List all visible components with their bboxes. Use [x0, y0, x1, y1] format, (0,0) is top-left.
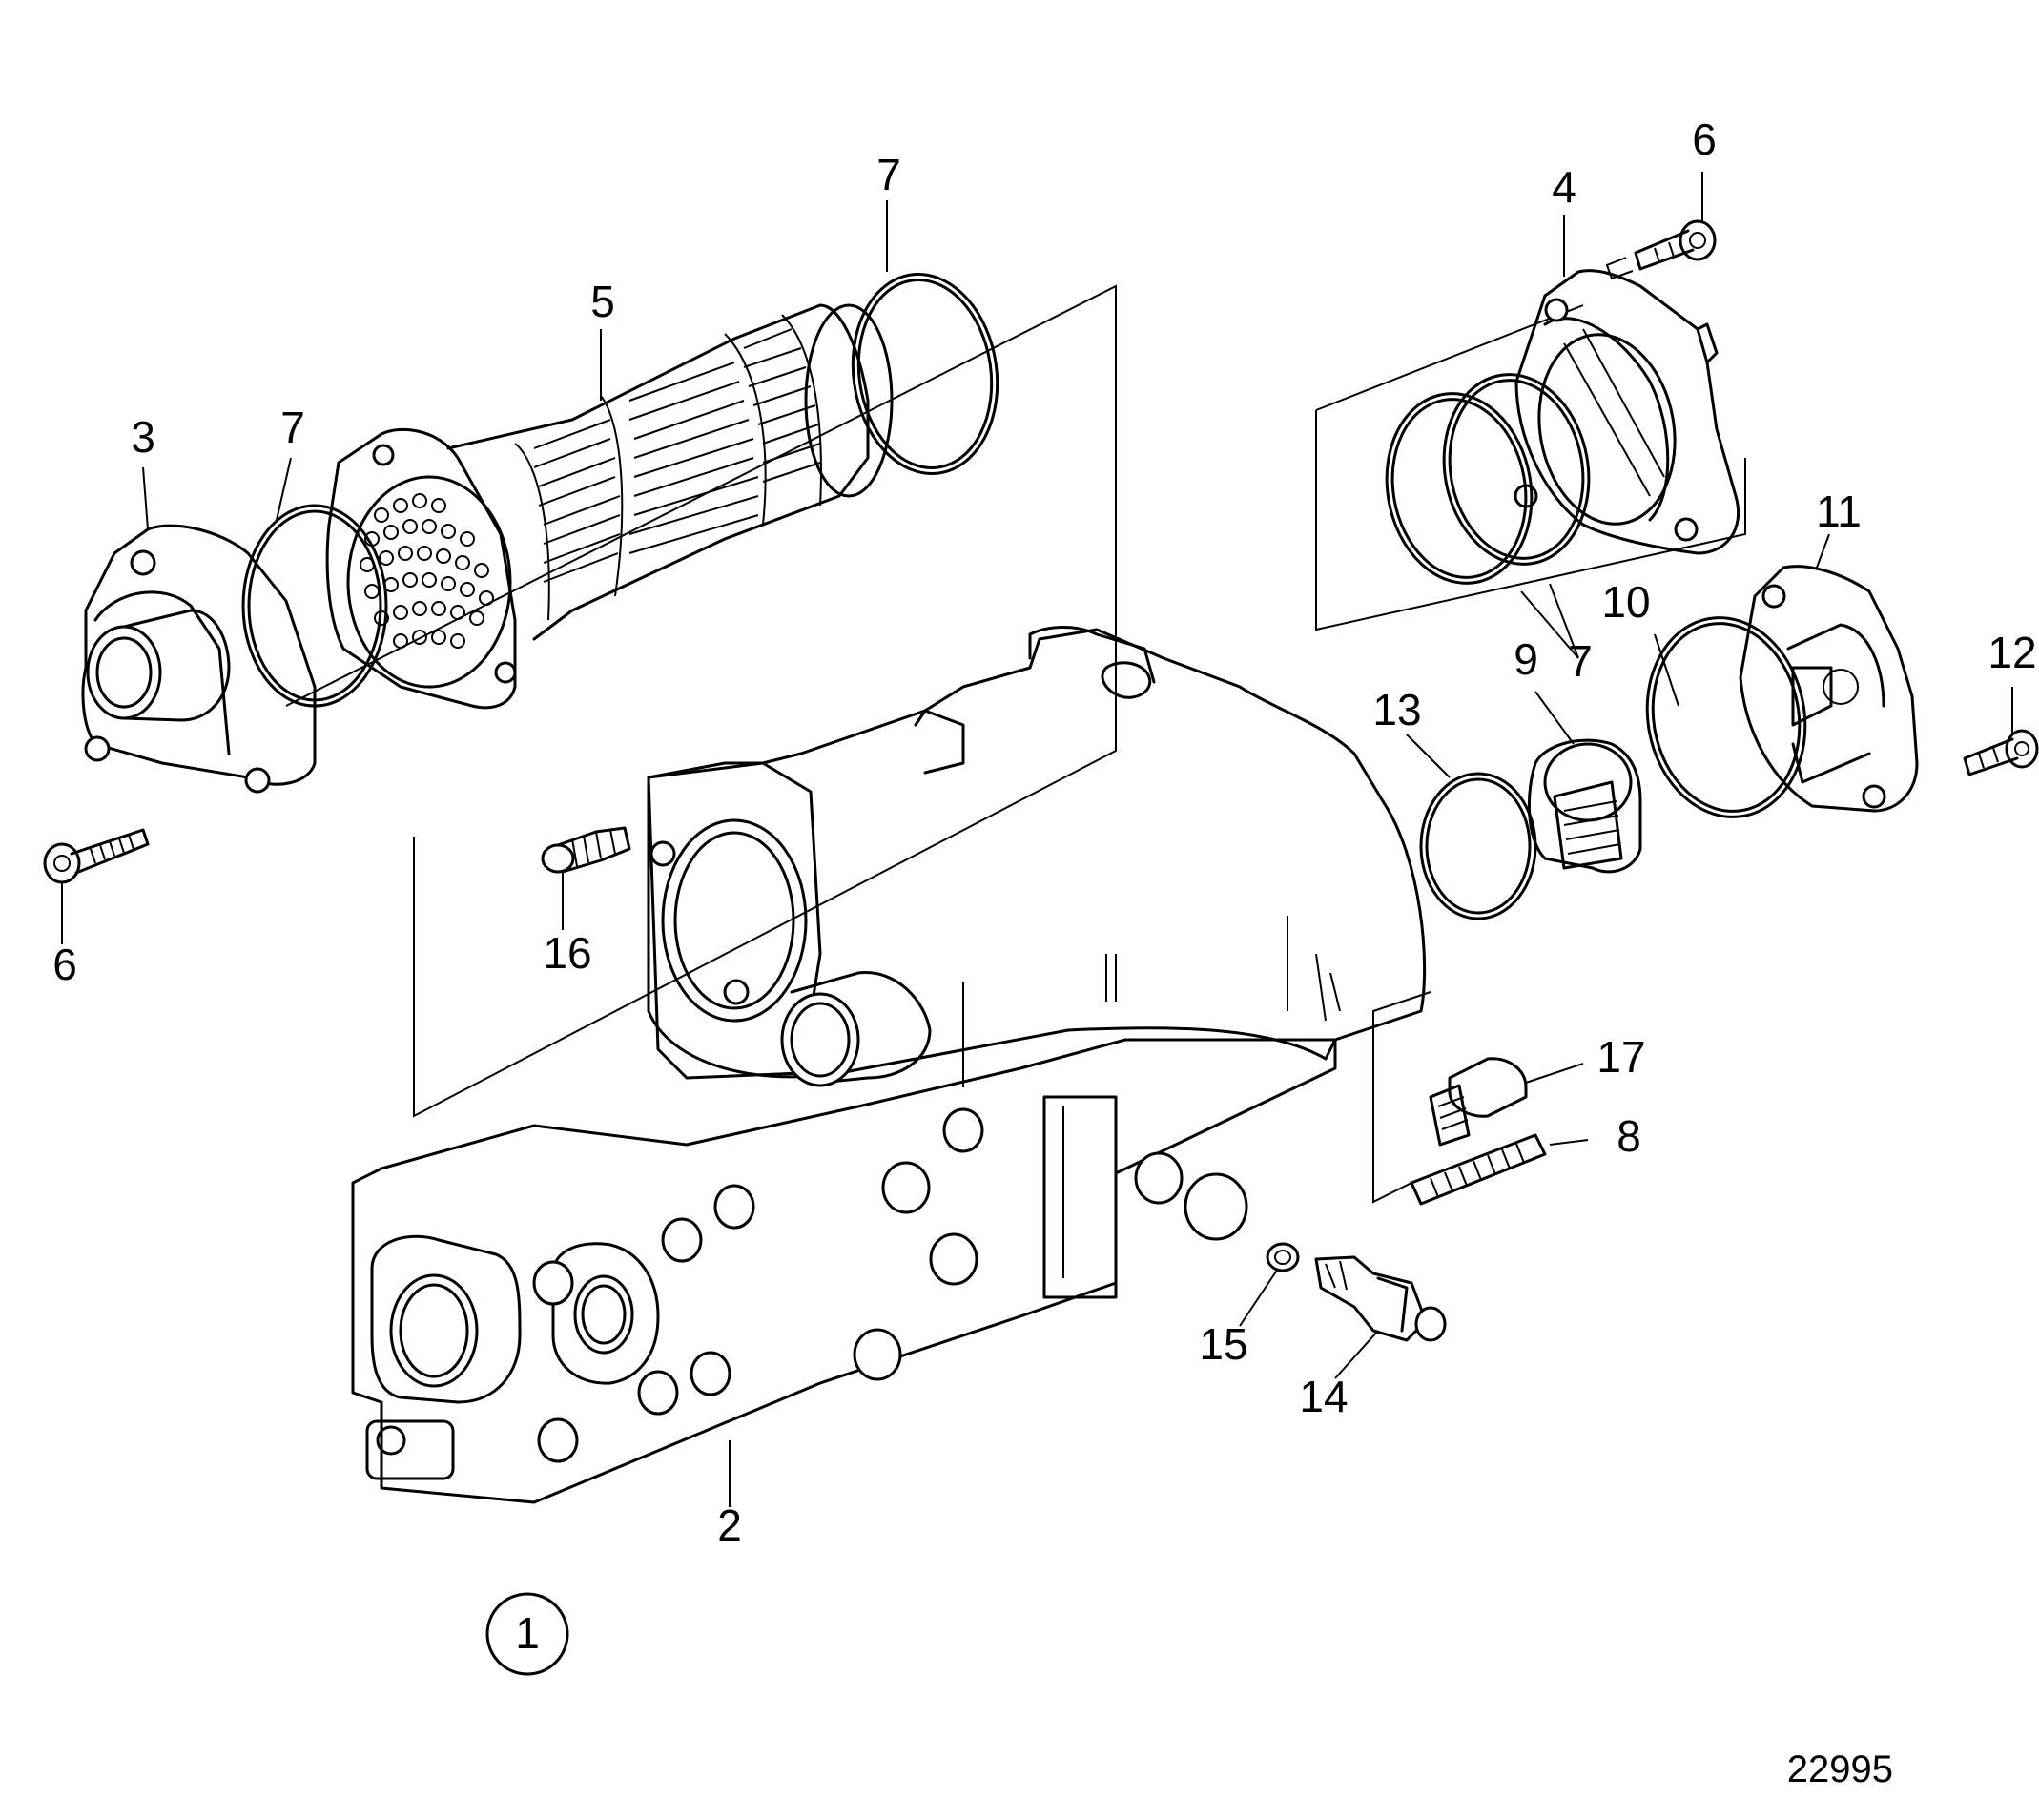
callout-12: 12: [1988, 628, 2036, 677]
callout-3: 3: [131, 412, 155, 462]
callout-6-left: 6: [52, 940, 77, 989]
cooler-core-holes: [360, 493, 494, 649]
cooler-core: [325, 303, 894, 710]
drain-plug: [1429, 1057, 1528, 1147]
o-ring-left-inner: [247, 509, 382, 702]
o-ring-left: [241, 504, 388, 708]
housing-base: [351, 1038, 1337, 1504]
callout-14: 14: [1299, 1372, 1348, 1421]
bolt-left: [43, 828, 150, 884]
thermostat-cover-top: [1514, 269, 1740, 555]
housing-upper: [647, 626, 1427, 1087]
leader-lines: [61, 172, 2013, 1507]
callout-17: 17: [1596, 1032, 1645, 1082]
callout-7-right: 7: [1568, 636, 1593, 686]
callout-2: 2: [717, 1500, 742, 1550]
callout-4: 4: [1552, 162, 1576, 212]
thermostat-housing-right: [1739, 565, 1919, 813]
sensor: [1314, 1255, 1447, 1342]
vent-nipple: [541, 826, 631, 874]
o-ring-top-inner: [856, 278, 994, 470]
end-cover-left: [81, 524, 317, 794]
callout-8: 8: [1617, 1111, 1641, 1161]
o-ring-part10-inner: [1651, 622, 1802, 813]
callout-9: 9: [1514, 634, 1538, 684]
bolt-top-right: [1605, 219, 1717, 280]
callout-11: 11: [1816, 486, 1862, 536]
callout-13: 13: [1372, 685, 1421, 734]
cooler-core-tubes: [533, 328, 821, 583]
o-ring-part10: [1645, 616, 1807, 818]
washer: [1266, 1242, 1300, 1272]
o-ring-part13: [1419, 772, 1537, 920]
callout-16: 16: [543, 928, 591, 978]
callout-7-left: 7: [280, 403, 305, 452]
thermostat: [1528, 738, 1642, 874]
callouts: 2 3 4 5 6 6 7 7 7 8 9 10 11 12 13 14 15 …: [52, 114, 2036, 1550]
callout-7-top: 7: [876, 150, 901, 199]
callout-10: 10: [1601, 577, 1650, 627]
o-ring-part13-inner: [1425, 777, 1532, 915]
callout-6-top: 6: [1692, 114, 1717, 164]
callout-5: 5: [590, 277, 615, 326]
circled-callout-1: 1: [485, 1592, 569, 1676]
callout-15: 15: [1199, 1319, 1247, 1369]
bolt-right: [1963, 729, 2039, 776]
drawing-number: 22995: [1787, 1748, 1893, 1790]
callout-1: 1: [515, 1608, 540, 1658]
housing-bosses: [532, 1107, 1248, 1463]
assembly-frames: [285, 284, 1746, 1204]
stud: [1410, 1133, 1547, 1206]
o-rings-pair: [1385, 373, 1591, 585]
o-ring-top: [851, 272, 999, 476]
